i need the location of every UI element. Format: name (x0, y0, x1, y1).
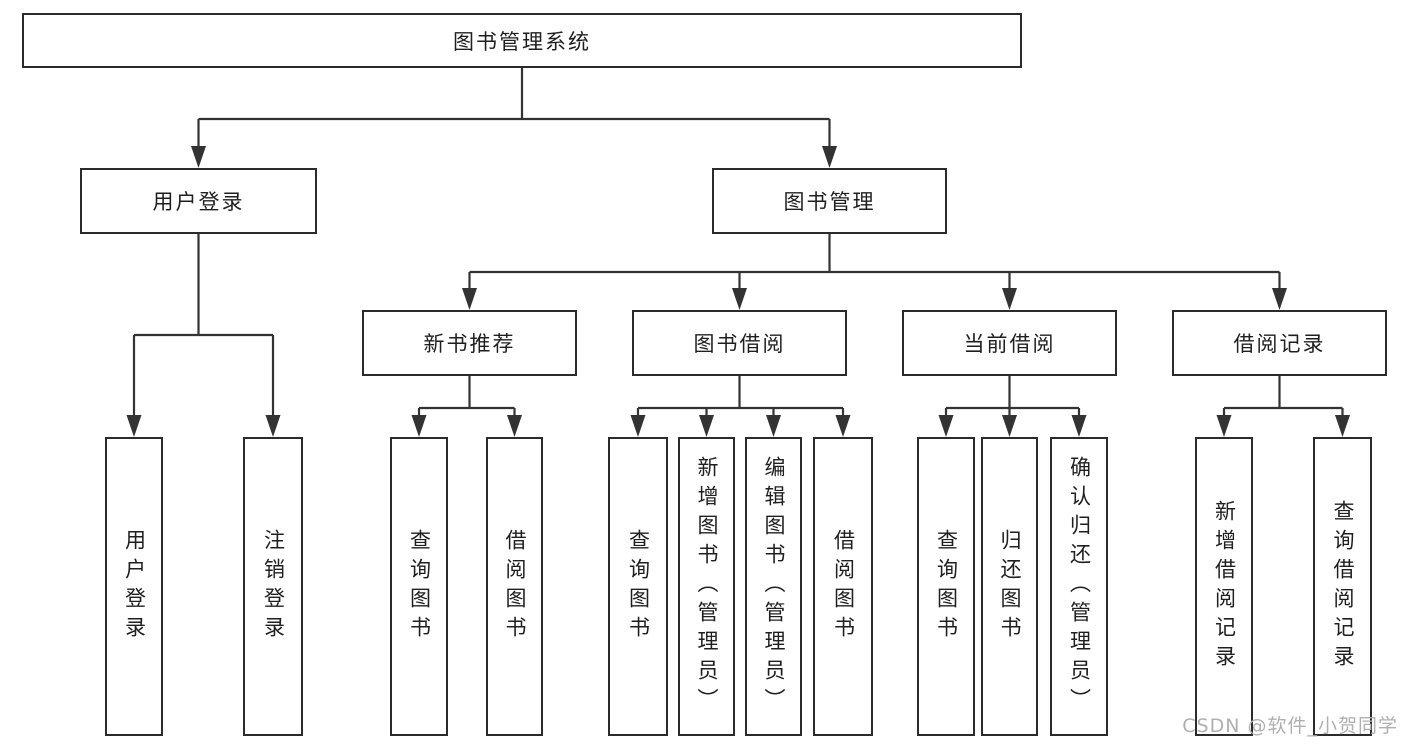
leaf-borrowing-add-book-admin: 新增图书（管理员） (678, 437, 735, 736)
leaf-current-return-book: 归还图书 (981, 437, 1038, 736)
leaf-recommend-borrow-book: 借阅图书 (486, 437, 543, 736)
leaf-records-add-record: 新增借阅记录 (1195, 437, 1253, 736)
node-book-management: 图书管理 (712, 168, 947, 234)
node-borrowing-records: 借阅记录 (1172, 310, 1387, 376)
leaf-current-confirm-return-admin: 确认归还（管理员） (1050, 437, 1108, 736)
leaf-recommend-query-book: 查询图书 (390, 437, 448, 736)
leaf-borrowing-borrow-book: 借阅图书 (813, 437, 873, 736)
node-new-book-recommendation: 新书推荐 (362, 310, 577, 376)
leaf-logout: 注销登录 (243, 437, 303, 736)
node-root: 图书管理系统 (22, 13, 1022, 68)
node-user-login: 用户登录 (80, 168, 317, 234)
leaf-borrowing-query-book: 查询图书 (608, 437, 668, 736)
watermark: CSDN @软件_小贺同学 (1182, 715, 1398, 737)
leaf-current-query-book: 查询图书 (917, 437, 975, 736)
node-current-borrowing: 当前借阅 (902, 310, 1117, 376)
node-book-borrowing: 图书借阅 (632, 310, 847, 376)
leaf-borrowing-edit-book-admin: 编辑图书（管理员） (745, 437, 802, 736)
leaf-records-query-record: 查询借阅记录 (1313, 437, 1372, 736)
leaf-user-login: 用户登录 (105, 437, 163, 736)
